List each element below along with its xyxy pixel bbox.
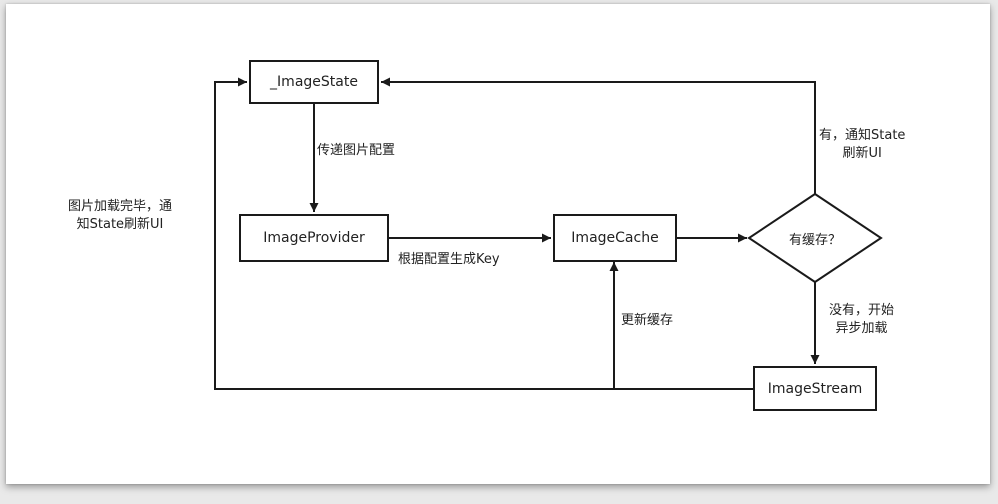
label-yes-notify-line1: 有，通知State: [819, 128, 906, 143]
node-has-cache-label: 有缓存？: [788, 232, 841, 248]
label-no-load-line2: 异步加载: [835, 321, 888, 336]
label-no-load: 没有，开始 异步加载: [829, 302, 894, 338]
label-pass-config: 传递图片配置: [317, 143, 396, 158]
label-loaded-notify-line1: 图片加载完毕，通: [68, 199, 173, 214]
node-image-provider-label: ImageProvider: [263, 230, 365, 246]
node-image-provider: ImageProvider: [239, 214, 389, 262]
node-image-cache-label: ImageCache: [571, 230, 659, 246]
node-image-state-label: _ImageState: [270, 74, 358, 90]
node-image-stream: ImageStream: [753, 366, 877, 411]
label-update-cache: 更新缓存: [621, 313, 674, 328]
node-image-cache: ImageCache: [553, 214, 677, 262]
label-generate-key: 根据配置生成Key: [398, 252, 500, 267]
label-no-load-line1: 没有，开始: [829, 303, 895, 318]
label-loaded-notify: 图片加载完毕，通 知State刷新UI: [68, 198, 172, 234]
node-image-stream-label: ImageStream: [767, 380, 863, 397]
label-yes-notify: 有，通知State 刷新UI: [819, 127, 905, 163]
label-yes-notify-line2: 刷新UI: [842, 146, 882, 161]
edge-stream-to-state: [214, 77, 753, 390]
node-image-state: _ImageState: [249, 60, 379, 104]
label-loaded-notify-line2: 知State刷新UI: [76, 217, 164, 232]
edge-decision-yes: [381, 77, 816, 194]
